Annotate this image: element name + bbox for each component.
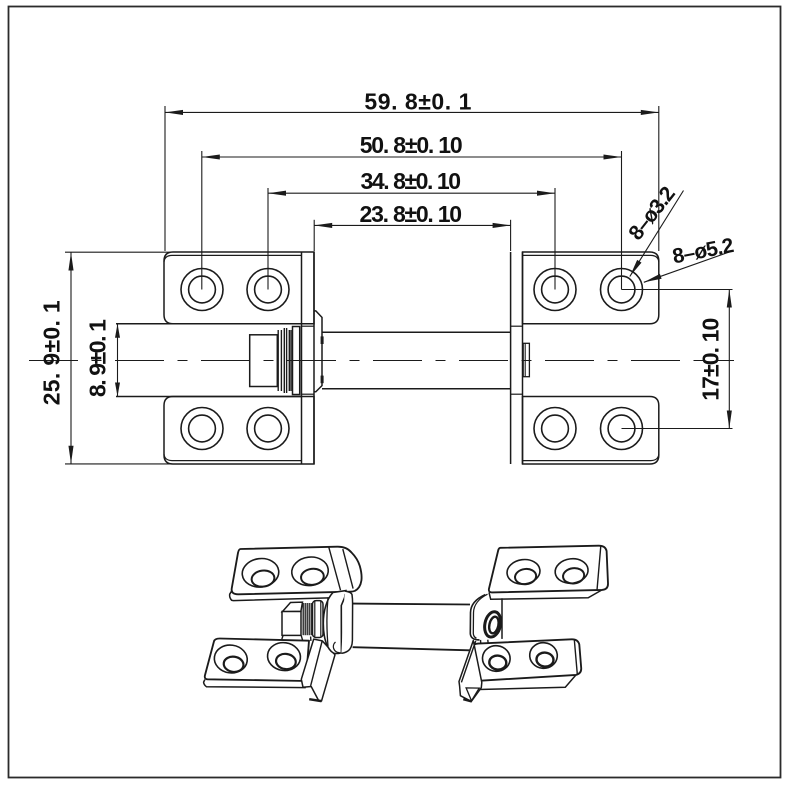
svg-text:17±0. 10: 17±0. 10 <box>698 318 724 401</box>
svg-text:25. 9±0. 1: 25. 9±0. 1 <box>38 300 64 405</box>
svg-text:59. 8±0. 1: 59. 8±0. 1 <box>364 88 471 114</box>
svg-text:50. 8±0. 10: 50. 8±0. 10 <box>360 132 463 158</box>
svg-text:34. 8±0. 10: 34. 8±0. 10 <box>361 168 462 194</box>
svg-text:23. 8±0. 10: 23. 8±0. 10 <box>360 201 463 227</box>
svg-text:8. 9±0. 1: 8. 9±0. 1 <box>85 319 111 397</box>
